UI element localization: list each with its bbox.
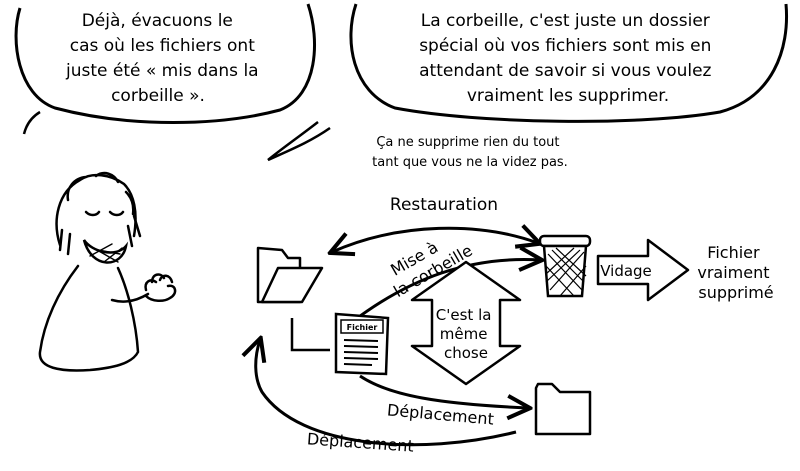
label-same-line-1: C'est la — [436, 306, 492, 324]
trash-can-icon — [538, 234, 592, 298]
bubble-left-line-3: juste été « mis dans la — [65, 61, 259, 81]
label-same-line-3: chose — [444, 344, 488, 362]
character-grin — [82, 239, 129, 264]
label-restauration: Restauration — [390, 195, 498, 215]
bubble-left-line-2: cas où les fichiers ont — [70, 36, 255, 56]
bubble-right-line-1: La corbeille, c'est juste un dossier — [421, 11, 710, 31]
arrow-deplacement-lower — [256, 340, 517, 447]
character-hair — [55, 171, 137, 247]
character — [38, 171, 177, 372]
label-result-line-1: Fichier — [707, 243, 760, 262]
caption-line-1: Ça ne supprime rien du tout — [376, 135, 559, 150]
label-deplacement-lower: Déplacement — [306, 429, 414, 455]
label-vidage: Vidage — [600, 262, 652, 280]
bubble-tail-right — [267, 121, 331, 162]
label-same-line-2: même — [440, 325, 488, 343]
arrow-restauration — [332, 228, 538, 252]
file-icon-label: Fichier — [347, 323, 378, 332]
file-icon: Fichier — [334, 312, 390, 376]
arrow-deplacement-upper — [359, 374, 528, 408]
speech-bubble-right: La corbeille, c'est juste un dossier spé… — [267, 3, 789, 162]
character-hair-strands — [58, 214, 142, 256]
label-result-line-2: vraiment — [697, 263, 769, 282]
diagram: Restauration Mise à la corbeille Fichier… — [256, 195, 774, 456]
connector-folder-file — [290, 318, 330, 352]
bubble-right-line-3: attendant de savoir si vous voulez — [419, 61, 711, 81]
svg-text:Déjà, évacuons le cas où: Déjà, évacuons le cas où les fichiers on… — [65, 11, 264, 106]
result-text: Fichier vraiment supprimé — [697, 243, 774, 302]
character-hand — [144, 273, 177, 302]
folder-bottom-icon — [534, 382, 592, 436]
character-body — [38, 264, 140, 372]
bubble-right-line-2: spécial où vos fichiers sont mis en — [419, 36, 711, 56]
character-closed-eyes — [84, 210, 125, 217]
arrow-mise-corbeille — [351, 260, 540, 324]
caption: Ça ne supprime rien du tout tant que vou… — [372, 135, 568, 170]
bubble-right-line-4: vraiment les supprimer. — [467, 86, 669, 106]
bubble-left-line-1: Déjà, évacuons le — [82, 11, 233, 31]
folder-top-icon — [256, 246, 324, 304]
bubble-tail-left — [22, 110, 41, 135]
caption-line-2: tant que vous ne la videz pas. — [372, 155, 568, 170]
speech-bubble-left: Déjà, évacuons le cas où les fichiers on… — [14, 3, 317, 135]
bubble-left-line-4: corbeille ». — [111, 86, 205, 106]
double-arrow-same-thing: C'est la même chose — [410, 260, 522, 386]
arrow-vidage: Vidage — [596, 238, 690, 302]
svg-text:La corbeille, c'est juste un d: La corbeille, c'est juste un dossier spé… — [419, 11, 717, 106]
label-result-line-3: supprimé — [698, 283, 773, 302]
svg-text:C'est la même: C'est la même chose — [436, 306, 496, 362]
character-arm — [110, 292, 150, 303]
